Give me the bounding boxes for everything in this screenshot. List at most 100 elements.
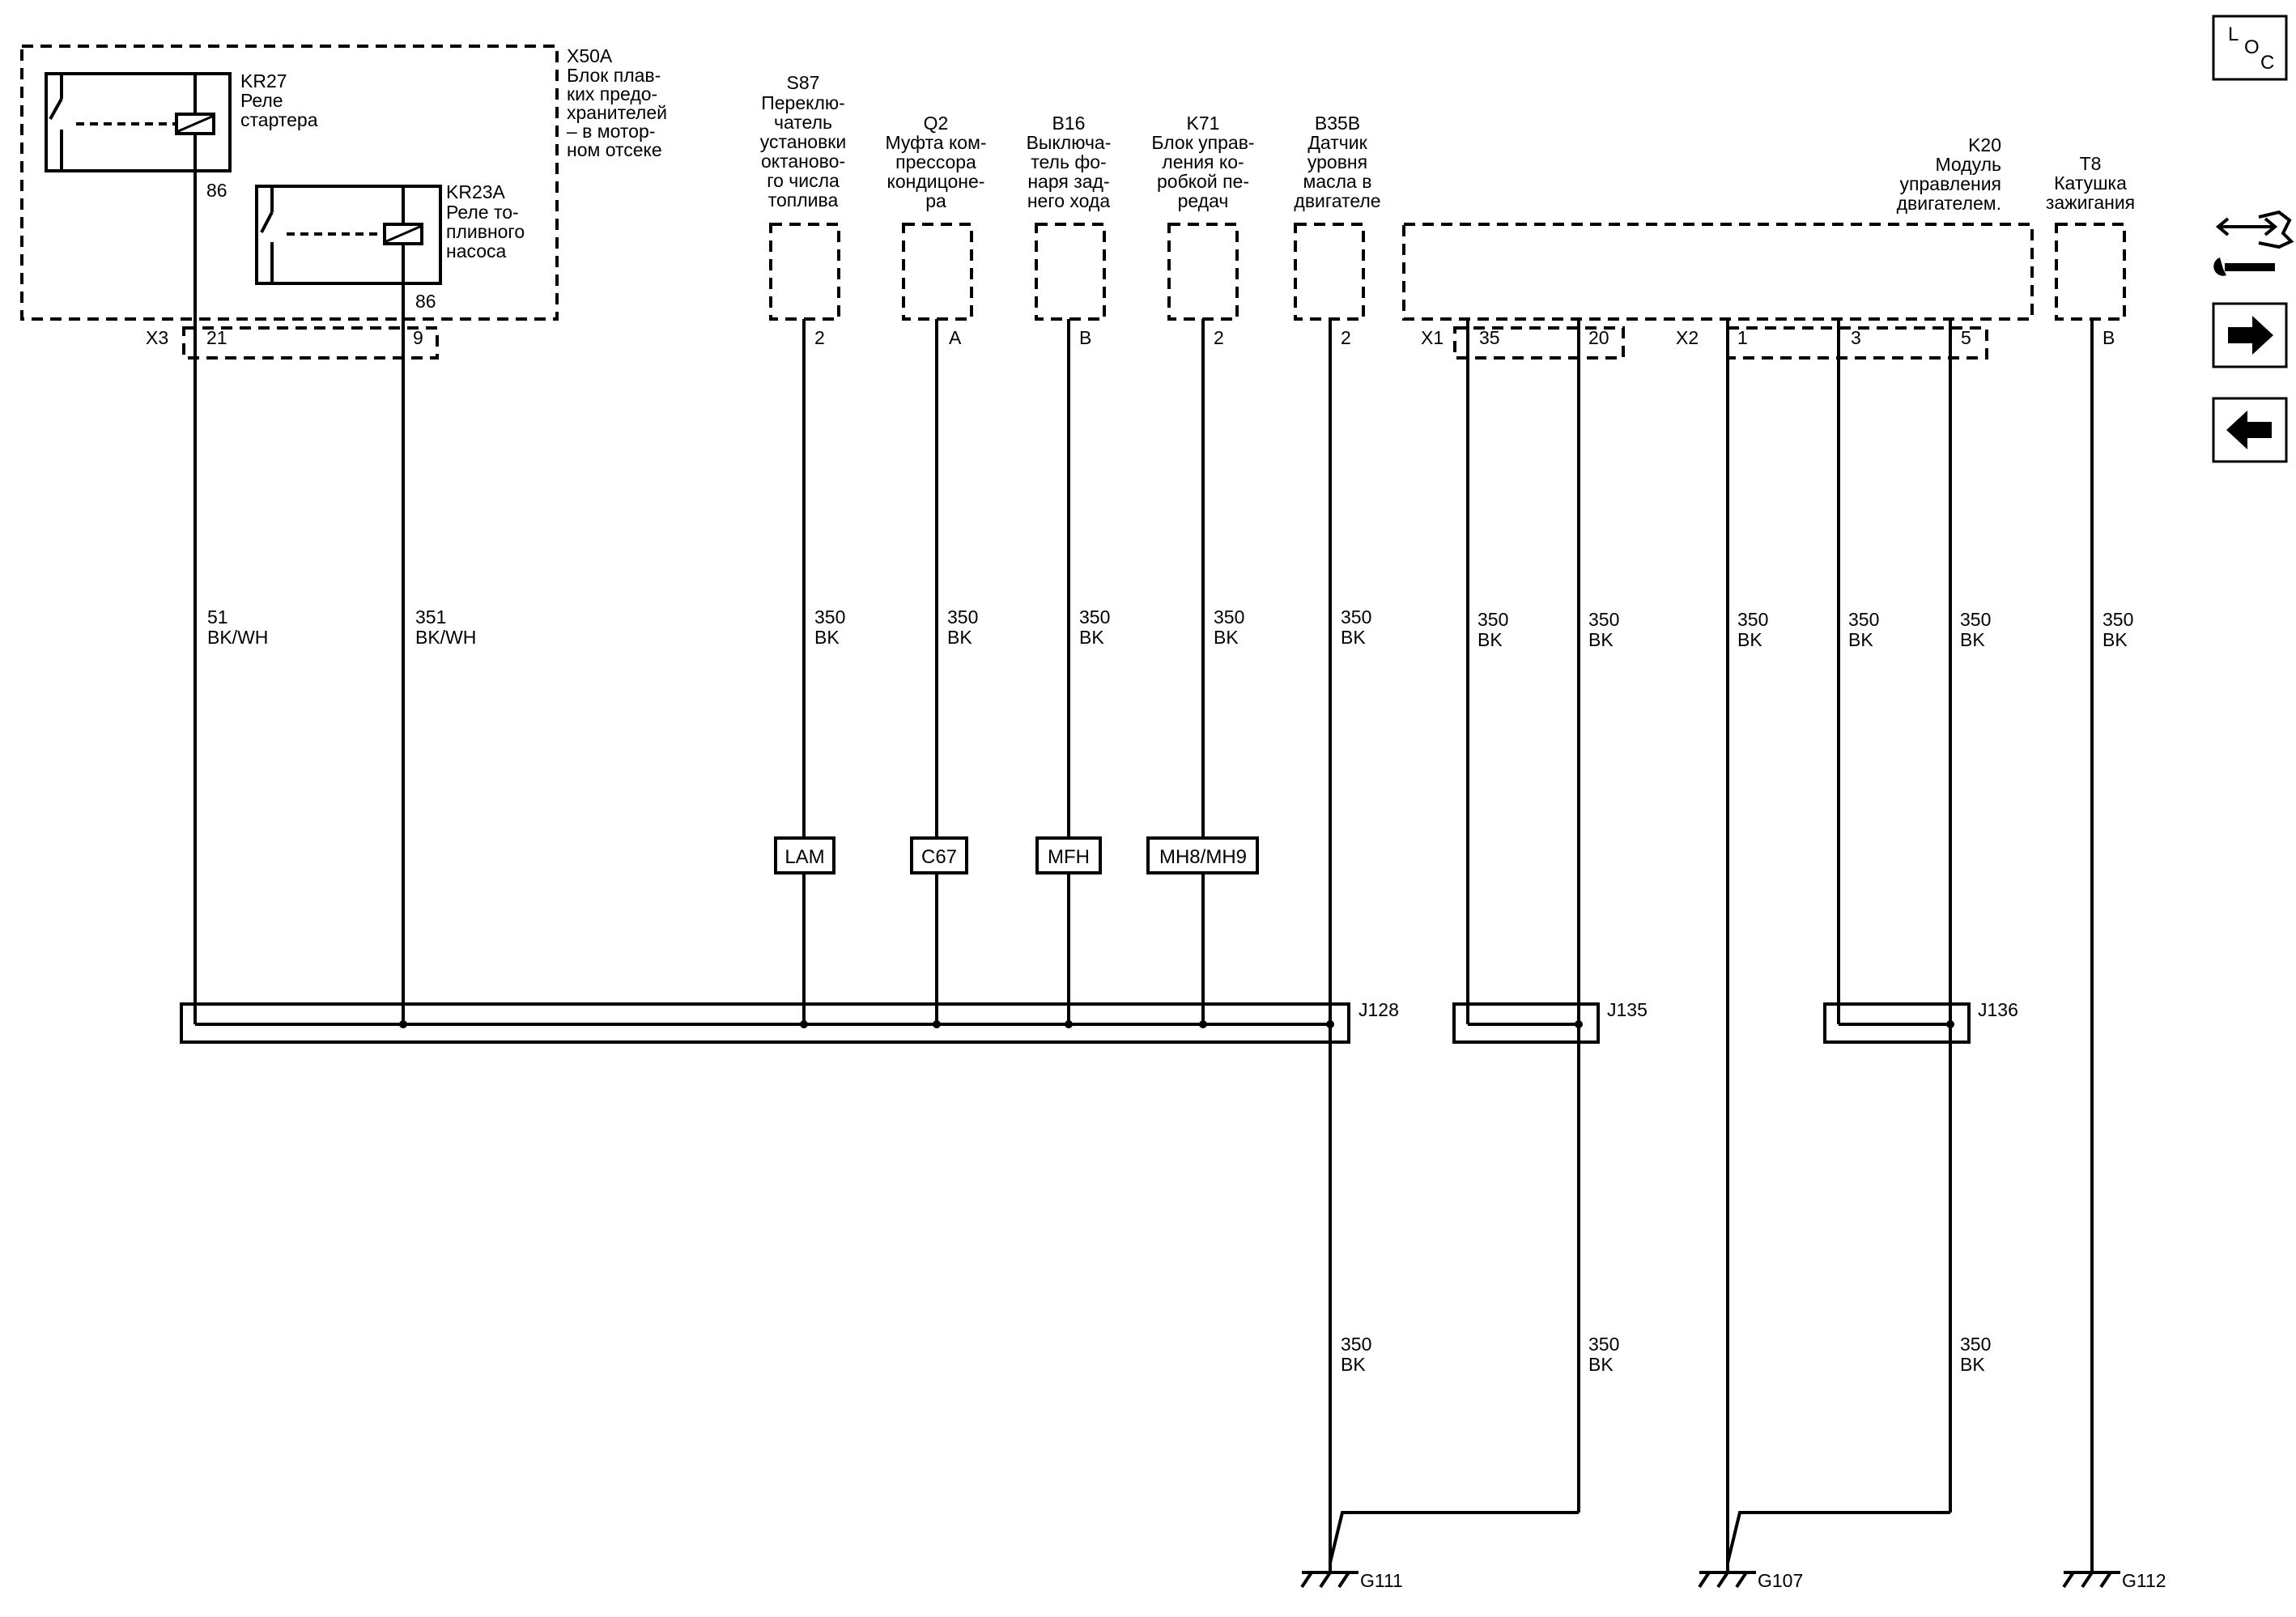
b35b-desc-2: уровня [1307, 151, 1367, 172]
b16-desc-3: наря зад- [1027, 171, 1109, 192]
connector-x3-name: X3 [146, 327, 168, 348]
b35b-pin: 2 [1341, 327, 1351, 348]
fuse-block-desc-1: Блок плав- [567, 65, 661, 86]
ecm-lower-wire-2-num: 350 [1960, 1334, 1991, 1355]
ground-g112: G112 [2062, 1570, 2166, 1591]
b16-desc-1: Выключа- [1027, 132, 1112, 153]
loc-button-o: O [2244, 36, 2260, 58]
fuse-block-desc-4: – в мотор- [567, 121, 655, 142]
t8-wire-color: BK [2103, 629, 2128, 650]
relay-kr27-pin: 86 [206, 180, 227, 201]
k71-desc-3: робкой пе- [1157, 171, 1249, 192]
connector-x3-pin-21: 21 [206, 327, 227, 348]
fuse-block-x50a: X50A Блок плав- ких предо- хранителей – … [20, 45, 667, 321]
ground-g111: G111 [1300, 1547, 1403, 1591]
loc-button-l: L [2228, 23, 2239, 45]
q2-desc-1: Муфта ком- [885, 132, 986, 153]
fuse-block-desc-3: хранителей [567, 102, 667, 123]
next-page-button[interactable] [2212, 302, 2288, 368]
wire-51-color: BK/WH [207, 627, 268, 648]
splice-node [1575, 1020, 1583, 1028]
ecm-lower-wire-2-color: BK [1960, 1354, 1985, 1375]
b35b-wire-color: BK [1341, 627, 1366, 648]
s87-desc-5: го числа [767, 170, 840, 191]
b35b-wire-num: 350 [1341, 606, 1371, 628]
s87-desc-2: чатель [774, 112, 832, 133]
s87-desc-6: топлива [768, 189, 839, 211]
k71-option: MH8/MH9 [1159, 846, 1247, 868]
b35b-desc-3: масла в [1303, 171, 1372, 192]
k71-desc-4: редач [1178, 190, 1229, 211]
k71-id: K71 [1187, 113, 1220, 134]
ecm-wire-1-num: 350 [1478, 609, 1508, 630]
fuse-block-id: X50A [567, 45, 613, 66]
relay-kr23a-desc-1: Реле то- [446, 202, 519, 223]
relay-kr23a-desc-3: насоса [446, 240, 507, 262]
connector-x3-pin-9: 9 [413, 327, 423, 348]
splice-node [800, 1020, 808, 1028]
prev-page-button[interactable] [2212, 397, 2288, 463]
ecm-lower-wire-1-color: BK [1588, 1354, 1614, 1375]
ecm-wire-3-num: 350 [1737, 609, 1768, 630]
k20-id: K20 [1968, 134, 2001, 155]
splice-node [1065, 1020, 1073, 1028]
splice-j135: J135 [1452, 999, 1648, 1044]
component-t8: T8 Катушка зажигания B 350 BK [2046, 153, 2135, 1571]
connector-x1-pin-20: 20 [1588, 327, 1609, 348]
ecm-wire-4-num: 350 [1848, 609, 1879, 630]
splice-node [1326, 1020, 1334, 1028]
s87-wire-num: 350 [814, 606, 845, 628]
b35b-lower-wire-num: 350 [1341, 1334, 1371, 1355]
connector-x1-name: X1 [1421, 327, 1444, 348]
relay-kr27-id: KR27 [240, 70, 287, 91]
splice-j128-label: J128 [1358, 999, 1399, 1020]
b16-wire-color: BK [1079, 627, 1104, 648]
connector-x1-pin-35: 35 [1479, 327, 1500, 348]
t8-desc-1: Катушка [2054, 172, 2127, 194]
component-q2: Q2 Муфта ком- прессора кондицоне- ра A 3… [885, 113, 987, 1024]
b35b-desc-4: двигателе [1294, 190, 1380, 211]
s87-desc-4: октаново- [761, 151, 845, 172]
connector-x2-pin-5: 5 [1961, 327, 1971, 348]
q2-pin: A [949, 327, 962, 348]
connector-x2-pin-1: 1 [1737, 327, 1748, 348]
splice-j136-label: J136 [1978, 999, 2018, 1020]
q2-desc-3: кондицоне- [887, 171, 985, 192]
s87-desc-1: Переклю- [761, 92, 845, 113]
splice-node [1946, 1020, 1954, 1028]
k20-desc-2: управления [1900, 173, 2001, 194]
arrow-left-icon [2226, 411, 2272, 449]
ecm-k20: K20 Модуль управления двигателем. X1 35 … [1402, 134, 2034, 1547]
b16-desc-4: него хода [1027, 190, 1111, 211]
ground-g107: G107 [1698, 1547, 1803, 1591]
ecm-lower-wire-1-num: 350 [1588, 1334, 1619, 1355]
ground-g112-label: G112 [2122, 1570, 2166, 1591]
b16-option: MFH [1048, 846, 1090, 868]
relay-kr23a-pin: 86 [415, 291, 436, 312]
k71-wire-color: BK [1214, 627, 1239, 648]
q2-desc-4: ра [925, 190, 946, 211]
s87-wire-color: BK [814, 627, 840, 648]
splice-j136: J136 [1823, 999, 2018, 1044]
service-wrench-icon[interactable] [2213, 210, 2294, 276]
relay-kr27: KR27 Реле стартера 86 [45, 70, 318, 201]
splice-j135-label: J135 [1607, 999, 1648, 1020]
splice-j128: J128 [180, 999, 1399, 1044]
loc-button[interactable]: L O C [2212, 15, 2288, 81]
relay-kr23a-id: KR23A [446, 181, 506, 202]
wire-351-num: 351 [415, 606, 446, 628]
q2-id: Q2 [924, 113, 949, 134]
k20-desc-3: двигателем. [1897, 193, 2001, 214]
k71-pin: 2 [1214, 327, 1224, 348]
splice-node [399, 1020, 407, 1028]
connector-x2-pin-3: 3 [1851, 327, 1861, 348]
s87-option: LAM [784, 846, 824, 868]
b35b-desc-1: Датчик [1307, 132, 1367, 153]
relay-kr23a: KR23A Реле то- пливного насоса 86 [255, 181, 525, 312]
ground-g111-label: G111 [1360, 1570, 1403, 1591]
s87-id: S87 [787, 72, 820, 93]
wire-51-num: 51 [207, 606, 228, 628]
ecm-wire-4-color: BK [1848, 629, 1873, 650]
wire-51: 51 BK/WH [193, 171, 268, 1024]
